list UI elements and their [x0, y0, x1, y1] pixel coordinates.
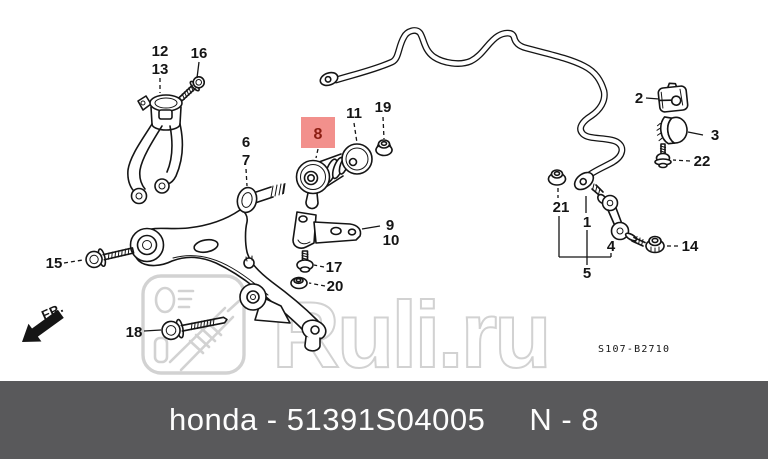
watermark-wordmark: Ruli.ru: [272, 282, 549, 382]
callout-5: 5: [583, 265, 591, 282]
callout-3: 3: [711, 127, 719, 144]
part-bushing-8: [295, 153, 350, 210]
part-bolt-16: [178, 76, 206, 102]
footer-part-number: honda - 51391S04005: [168, 402, 486, 437]
part-stabilizer-bushing-2: [657, 82, 689, 113]
callout-2: 2: [635, 90, 643, 107]
part-washer-11: [341, 143, 373, 175]
callout-12: 12: [152, 43, 169, 60]
parts-diagram: Ruli.ru: [22, 27, 720, 382]
part-bolt-17: [296, 250, 314, 273]
part-bolt-18: [161, 316, 228, 341]
callout-17: 17: [326, 259, 343, 276]
part-bracket-9-10: [292, 211, 362, 249]
callout-7: 7: [242, 152, 250, 169]
part-stabilizer-bar: [319, 27, 626, 191]
footer-bar: honda - 51391S04005 N - 8: [0, 381, 768, 459]
part-nut-19: [375, 139, 393, 157]
callout-8: 8: [314, 126, 323, 143]
part-stabilizer-bracket-3: [656, 116, 688, 145]
part-fork-bracket: [127, 94, 184, 205]
part-nut-20: [290, 276, 308, 290]
diagram-code: S107-B2710: [598, 344, 670, 355]
part-bolt-15: [85, 247, 135, 269]
callout-21: 21: [553, 199, 570, 216]
callout-22: 22: [694, 153, 711, 170]
callout-6: 6: [242, 134, 250, 151]
callout-16: 16: [191, 45, 208, 62]
part-control-arm: [129, 183, 327, 352]
callout-18: 18: [126, 324, 143, 341]
footer-page-ref: N - 8: [529, 402, 600, 437]
fr-label: FR.: [39, 300, 66, 323]
callout-19: 19: [375, 99, 392, 116]
callout-9: 9: [386, 217, 394, 234]
callout-10: 10: [383, 232, 400, 249]
callout-11: 11: [346, 105, 362, 122]
callout-labels: 12 13 16 6 7 11 19 2 3 22 9 10 21 1 4 14…: [46, 43, 720, 341]
callout-13: 13: [152, 61, 169, 78]
callout-20: 20: [327, 278, 344, 295]
watermark-logo: [141, 274, 246, 375]
highlighted-callout-8[interactable]: 8: [301, 117, 335, 148]
callout-4: 4: [607, 238, 616, 255]
fr-direction-arrow-icon: FR.: [22, 300, 66, 342]
part-nut-21: [547, 169, 567, 186]
part-stabilizer-link-4: [591, 183, 646, 247]
callout-14: 14: [682, 238, 699, 255]
callout-15: 15: [46, 255, 63, 272]
part-bolt-22: [654, 143, 672, 169]
callout-1: 1: [583, 214, 591, 231]
part-nut-14: [645, 235, 665, 254]
leader-lines: [63, 61, 704, 332]
